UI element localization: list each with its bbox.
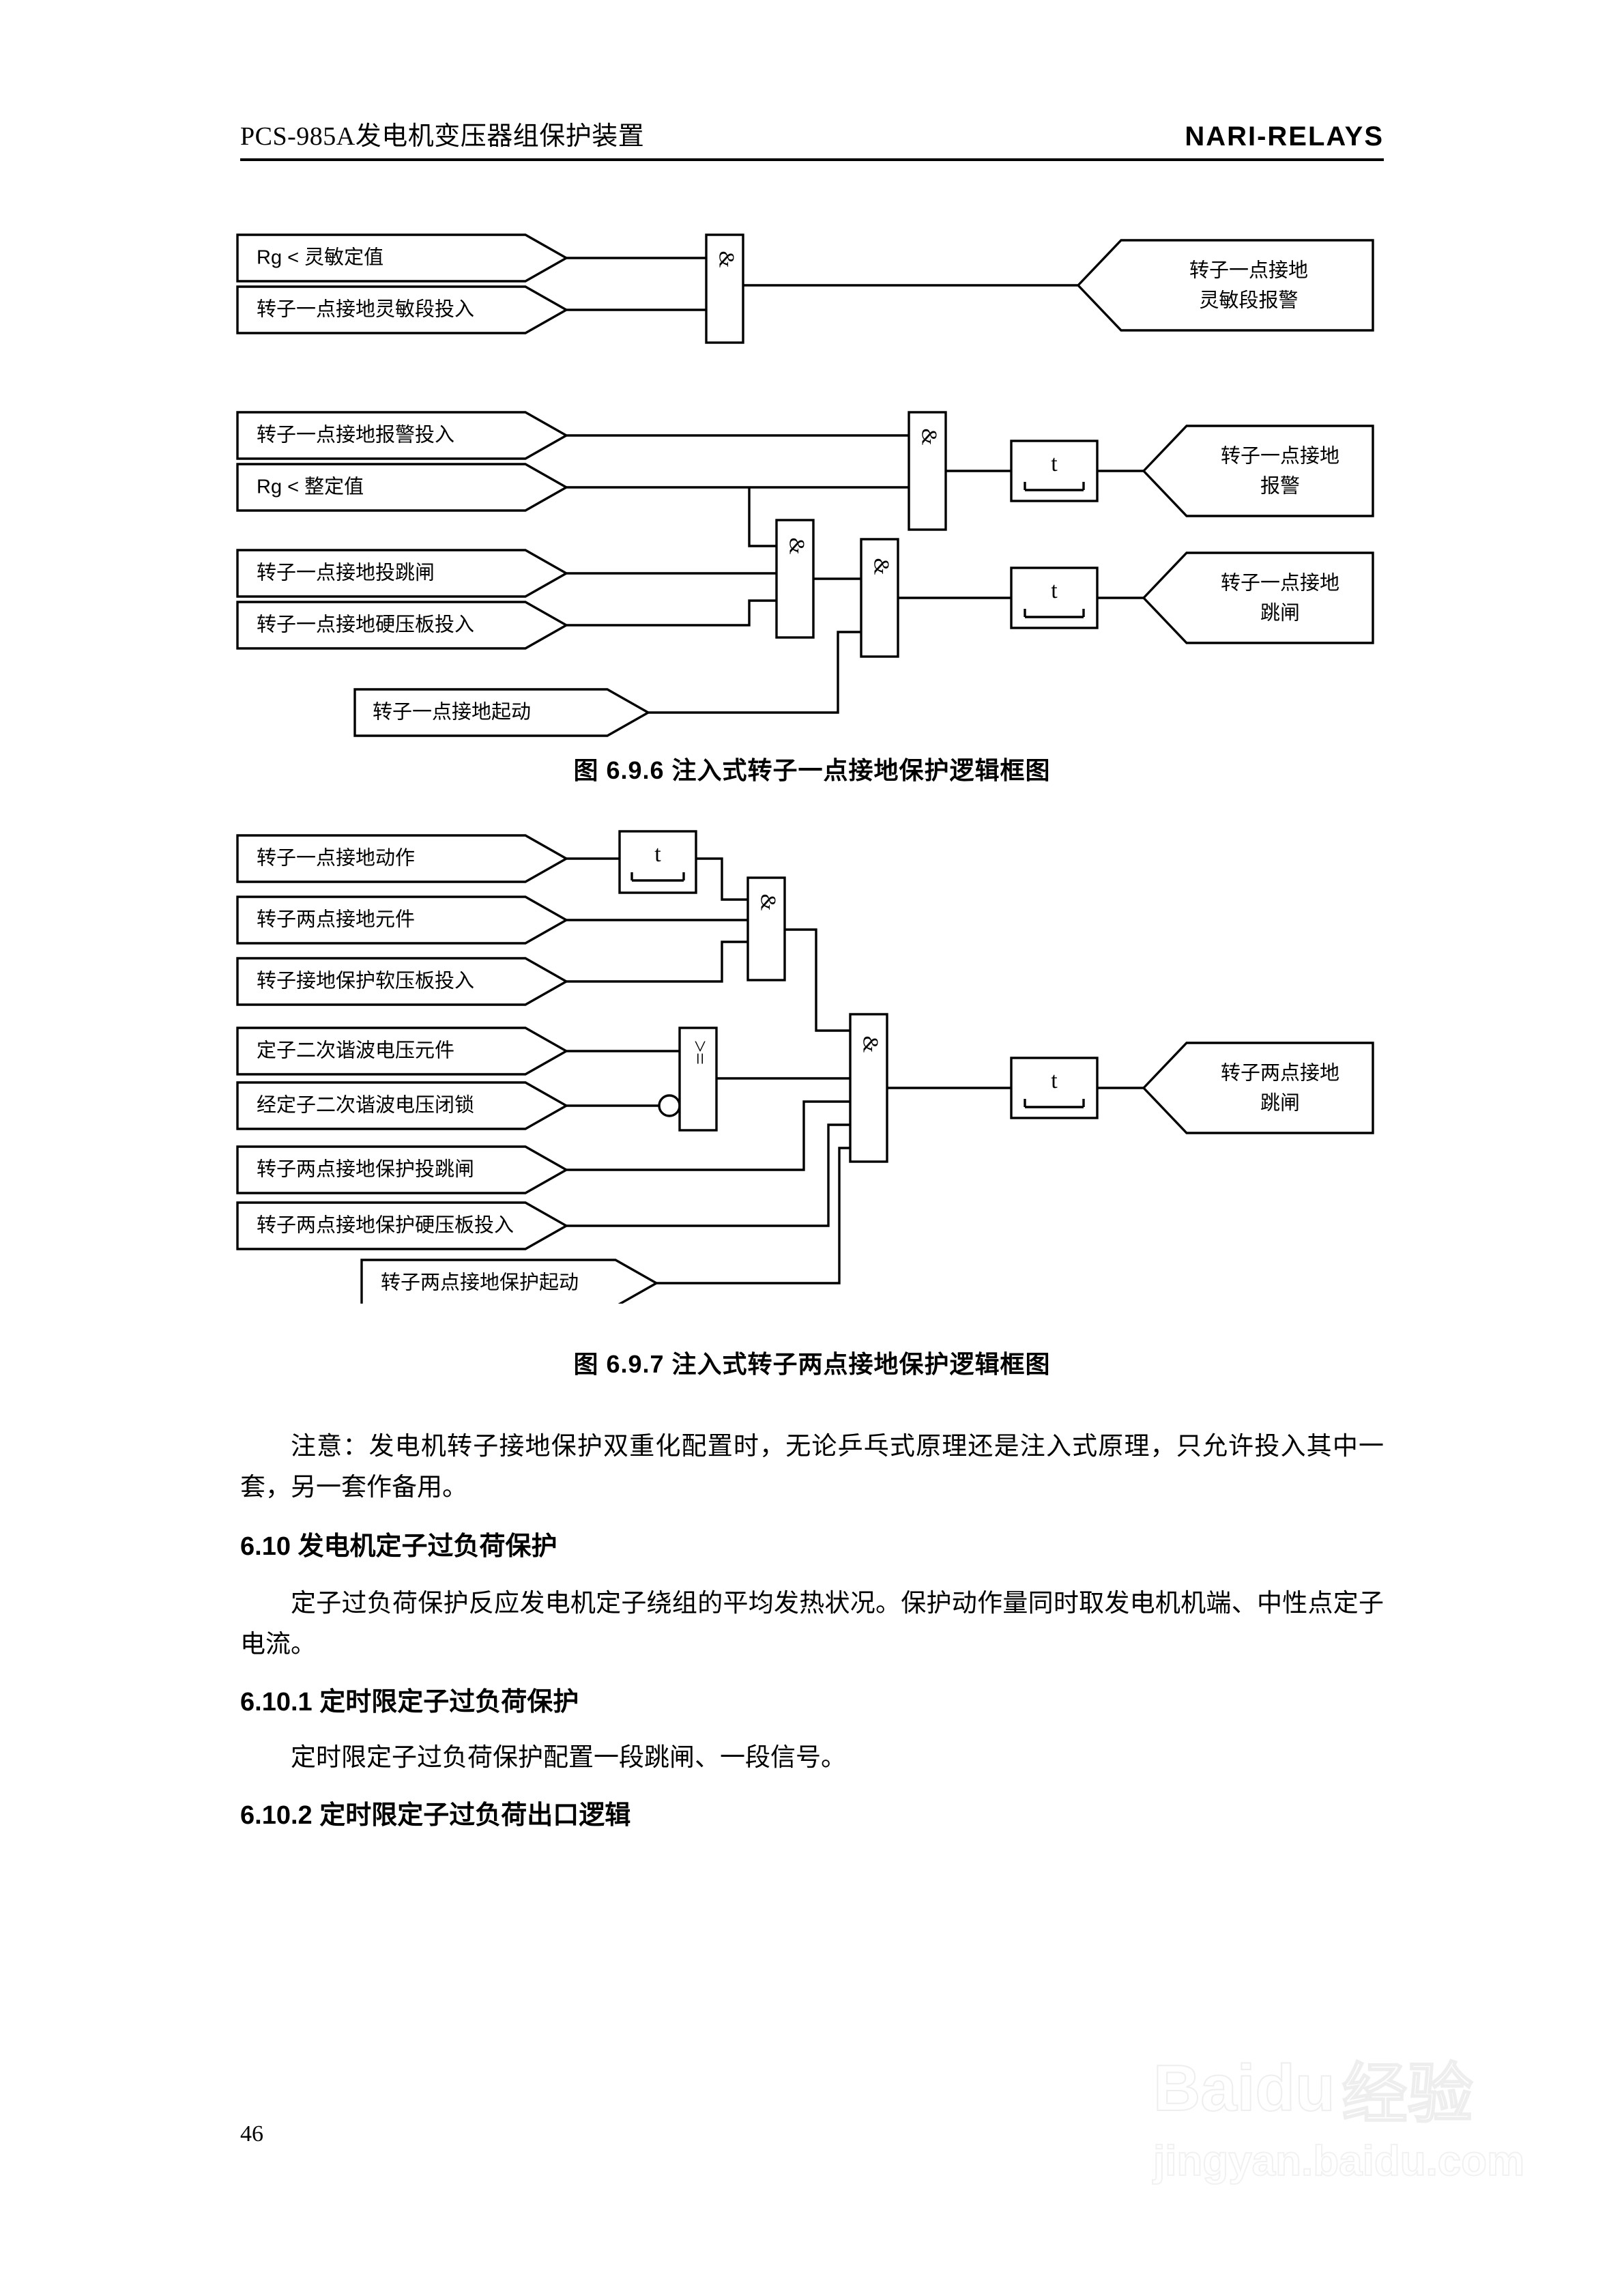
input-flag: 转子一点接地动作 — [236, 834, 569, 883]
output-flag: 转子一点接地 跳闸 — [1142, 551, 1374, 644]
output-label-line1: 转子一点接地 — [1221, 445, 1339, 468]
gate-label: & — [715, 251, 740, 268]
gate-label: & — [870, 558, 895, 575]
input-label: Rg < 整定值 — [257, 476, 364, 498]
gate-label: & — [859, 1036, 884, 1053]
input-flag: 转子两点接地保护投跳闸 — [236, 1145, 569, 1194]
input-label: Rg < 灵敏定值 — [257, 246, 383, 269]
input-flag: 转子一点接地报警投入 — [236, 411, 569, 460]
input-flag: 转子两点接地保护硬压板投入 — [236, 1201, 569, 1250]
output-label-line2: 灵敏段报警 — [1199, 289, 1298, 312]
section-paragraph-6-10-1: 定时限定子过负荷保护配置一段跳闸、一段信号。 — [291, 1744, 846, 1772]
logic-diagram-sensitive-alarm: Rg < 灵敏定值 转子一点接地灵敏段投入 & 转子一点接地 灵敏段报警 — [225, 225, 1385, 362]
gate-label: >= — [688, 1040, 713, 1065]
watermark-brand: Baidu — [1152, 2051, 1336, 2125]
input-label: 转子一点接地硬压板投入 — [257, 614, 474, 636]
input-flag: 转子一点接地硬压板投入 — [236, 601, 569, 650]
section-heading-6-10: 6.10 发电机定子过负荷保护 — [240, 1532, 557, 1561]
input-label: 转子一点接地报警投入 — [257, 424, 454, 446]
input-label: 转子两点接地保护投跳闸 — [257, 1158, 474, 1181]
input-label: 转子一点接地动作 — [257, 847, 415, 870]
output-label-line1: 转子一点接地 — [1221, 572, 1339, 594]
input-flag: 经定子二次谐波电压闭锁 — [236, 1081, 569, 1130]
input-flag: 转子两点接地元件 — [236, 895, 569, 945]
input-flag: 转子接地保护软压板投入 — [236, 957, 569, 1006]
and-gate: & — [746, 876, 786, 981]
header-brand: NARI-RELAYS — [1185, 121, 1384, 152]
and-gate: & — [908, 411, 947, 531]
watermark-brand-row: Baidu 经验 — [1152, 2041, 1590, 2136]
section-heading-6-10-2: 6.10.2 定时限定子过负荷出口逻辑 — [240, 1801, 631, 1830]
timer-block: t — [618, 830, 697, 894]
gate-label: & — [918, 429, 942, 446]
gate-label: & — [785, 538, 810, 555]
logic-diagram-two-point-earth: 转子一点接地动作 t 转子两点接地元件 转子接地保护软压板投入 — [225, 826, 1385, 1304]
input-flag: 转子两点接地保护起动 — [360, 1259, 659, 1304]
watermark-brand-cn: 经验 — [1342, 2057, 1474, 2132]
and-gate: & — [849, 1013, 888, 1163]
baidu-watermark: Baidu 经验 jingyan.baidu.com — [1152, 2041, 1590, 2245]
timer-block: t — [1010, 440, 1099, 502]
figure-caption: 图 6.9.7 注入式转子两点接地保护逻辑框图 — [573, 1350, 1051, 1378]
inverter-bubble — [658, 1094, 681, 1117]
timer-label: t — [1051, 578, 1058, 603]
input-label: 转子两点接地保护起动 — [381, 1272, 579, 1294]
timer-block: t — [1010, 566, 1099, 629]
figure-caption: 图 6.9.6 注入式转子一点接地保护逻辑框图 — [573, 756, 1051, 784]
header-title: PCS-985A发电机变压器组保护装置 — [240, 122, 645, 151]
output-flag: 转子一点接地 报警 — [1142, 425, 1374, 517]
page-header: PCS-985A发电机变压器组保护装置 NARI-RELAYS — [240, 115, 1384, 152]
logic-diagram-one-point-earth: 转子一点接地报警投入 Rg < 整定值 & t — [225, 403, 1385, 744]
note-paragraph: 注意：发电机转子接地保护双重化配置时，无论乒乓式原理还是注入式原理，只允许投入其… — [240, 1433, 1384, 1502]
input-flag: 转子一点接地投跳闸 — [236, 549, 569, 598]
or-gate: >= — [678, 1027, 718, 1132]
output-flag: 转子一点接地 灵敏段报警 — [1076, 239, 1374, 332]
output-label-line2: 跳闸 — [1260, 1092, 1300, 1115]
input-flag: 定子二次谐波电压元件 — [236, 1027, 569, 1076]
page-number: 46 — [240, 2121, 263, 2147]
output-label-line1: 转子两点接地 — [1221, 1062, 1339, 1085]
output-label-line1: 转子一点接地 — [1189, 259, 1308, 282]
timer-label: t — [1051, 451, 1058, 476]
input-flag: 转子一点接地起动 — [353, 688, 651, 737]
input-flag: Rg < 整定值 — [236, 463, 569, 512]
section-paragraph-6-10: 定子过负荷保护反应发电机定子绕组的平均发热状况。保护动作量同时取发电机机端、中性… — [240, 1590, 1384, 1659]
output-label-line2: 跳闸 — [1260, 602, 1300, 625]
output-flag: 转子两点接地 跳闸 — [1142, 1042, 1374, 1134]
input-label: 转子接地保护软压板投入 — [257, 970, 474, 992]
input-flag: 转子一点接地灵敏段投入 — [236, 285, 569, 334]
header-divider — [240, 158, 1384, 161]
timer-label: t — [654, 842, 661, 867]
timer-label: t — [1051, 1068, 1058, 1093]
output-label-line2: 报警 — [1260, 475, 1300, 498]
and-gate: & — [775, 519, 815, 639]
input-flag: Rg < 灵敏定值 — [236, 233, 569, 283]
section-heading-6-10-1: 6.10.1 定时限定子过负荷保护 — [240, 1688, 579, 1717]
input-label: 转子两点接地元件 — [257, 908, 415, 931]
input-label: 转子一点接地起动 — [373, 701, 531, 723]
watermark-url: jingyan.baidu.com — [1152, 2137, 1525, 2185]
input-label: 经定子二次谐波电压闭锁 — [257, 1094, 474, 1117]
input-label: 转子两点接地保护硬压板投入 — [257, 1214, 514, 1237]
input-label: 转子一点接地灵敏段投入 — [257, 298, 474, 321]
and-gate: & — [860, 538, 899, 658]
input-label: 转子一点接地投跳闸 — [257, 562, 435, 584]
timer-block: t — [1010, 1057, 1099, 1119]
input-label: 定子二次谐波电压元件 — [257, 1039, 454, 1062]
gate-label: & — [757, 894, 781, 911]
and-gate: & — [705, 233, 744, 344]
